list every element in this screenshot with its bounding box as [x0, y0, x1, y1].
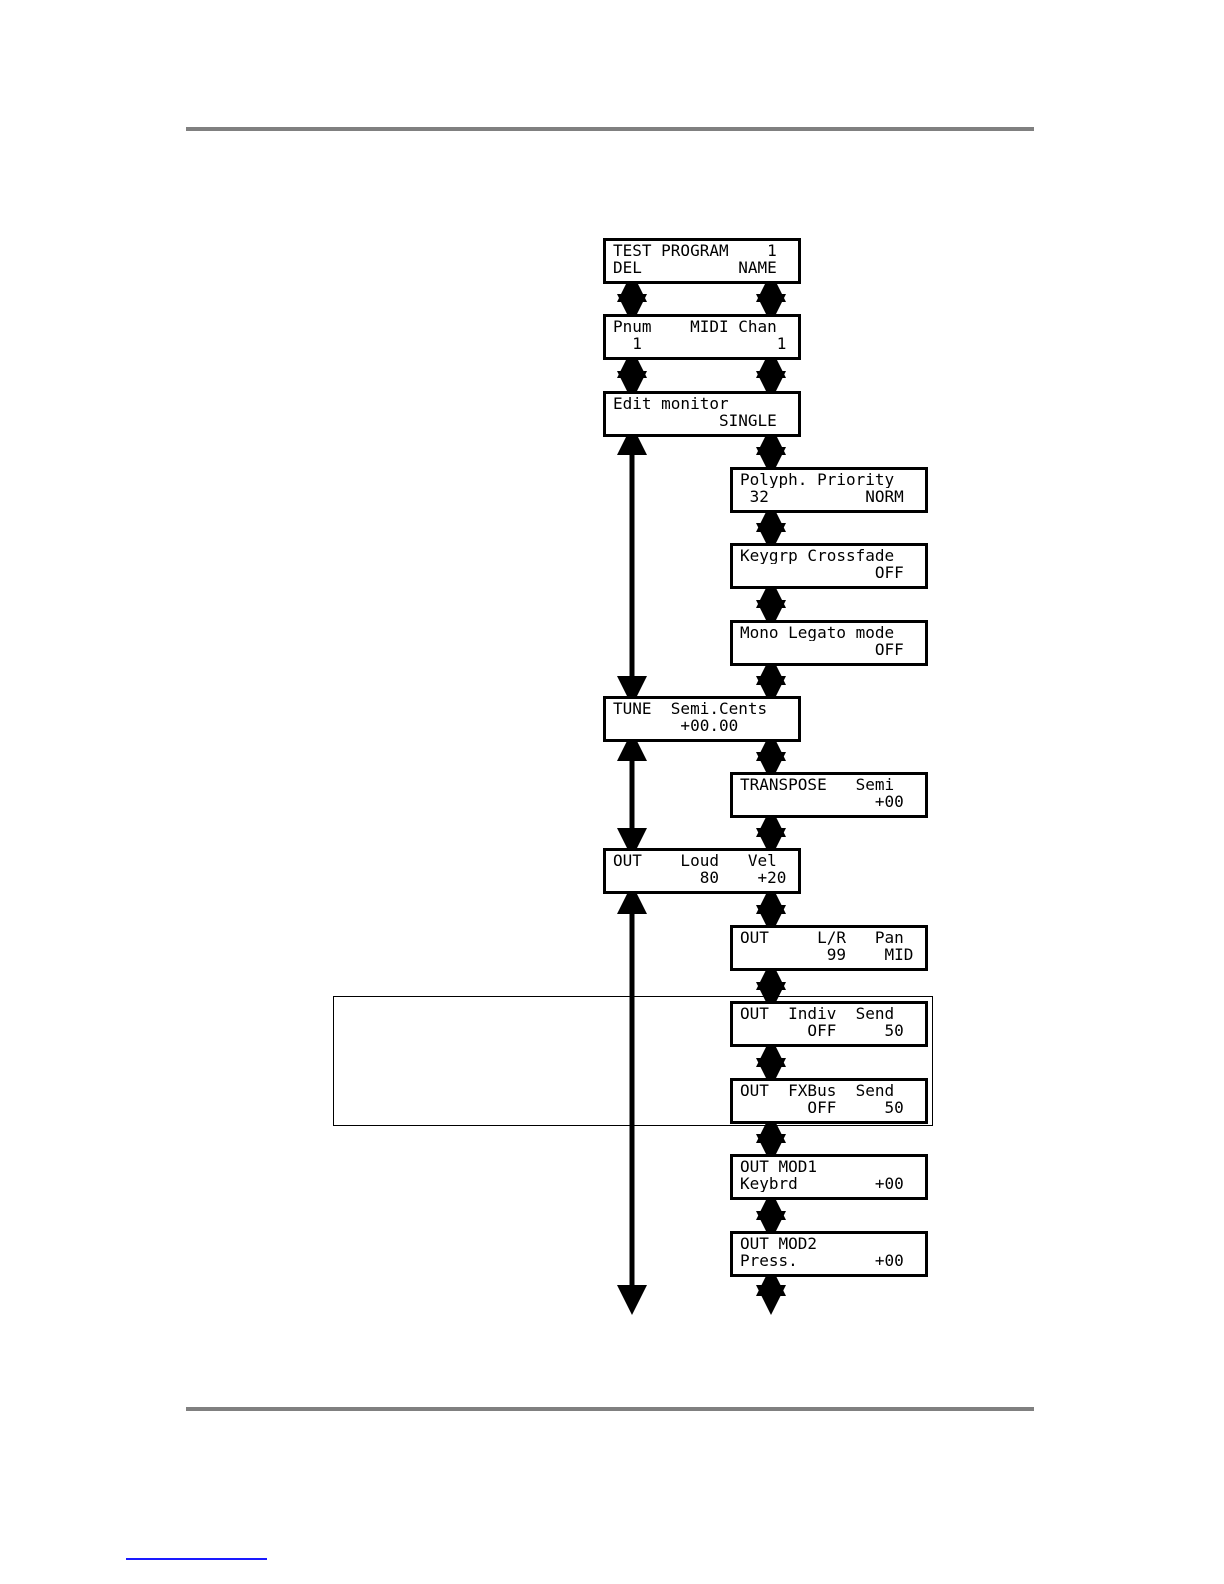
lcd-line-1: OUT FXBus Send: [740, 1082, 895, 1099]
lcd-line-1: OUT Indiv Send: [740, 1005, 895, 1022]
footnote-separator: [126, 1558, 267, 1560]
lcd-line-2: OFF: [740, 641, 904, 658]
lcd-polyph-priority: Polyph. Priority 32 NORM: [730, 467, 928, 513]
lcd-out-lr-pan: OUT L/R Pan 99 MID: [730, 925, 928, 971]
lcd-line-1: OUT Loud Vel: [613, 852, 777, 869]
lcd-line-2: OFF 50: [740, 1022, 904, 1039]
lcd-out-loud-vel: OUT Loud Vel 80 +20: [603, 848, 801, 894]
lcd-out-fxbus-send: OUT FXBus Send OFF 50: [730, 1078, 928, 1124]
lcd-test-program: TEST PROGRAM 1 DEL NAME: [603, 238, 801, 284]
lcd-line-1: Keygrp Crossfade: [740, 547, 895, 564]
lcd-line-2: +00.00: [613, 717, 739, 734]
lcd-transpose: TRANSPOSE Semi +00: [730, 772, 928, 818]
lcd-line-1: OUT L/R Pan: [740, 929, 904, 946]
lcd-line-1: TEST PROGRAM 1: [613, 242, 777, 259]
lcd-line-2: OFF: [740, 564, 904, 581]
lcd-line-2: 99 MID: [740, 946, 914, 963]
lcd-line-2: 1 1: [613, 335, 787, 352]
header-rule: [186, 127, 1034, 131]
lcd-line-2: Keybrd +00: [740, 1175, 904, 1192]
lcd-line-2: +00: [740, 793, 904, 810]
lcd-pnum-midi-chan: Pnum MIDI Chan 1 1: [603, 314, 801, 360]
footer-rule: [186, 1407, 1034, 1411]
lcd-out-indiv-send: OUT Indiv Send OFF 50: [730, 1001, 928, 1047]
lcd-line-1: Edit monitor: [613, 395, 729, 412]
lcd-out-mod1: OUT MOD1 Keybrd +00: [730, 1154, 928, 1200]
lcd-line-2: Press. +00: [740, 1252, 904, 1269]
lcd-line-2: 80 +20: [613, 869, 787, 886]
lcd-line-1: Pnum MIDI Chan: [613, 318, 777, 335]
lcd-keygrp-crossfade: Keygrp Crossfade OFF: [730, 543, 928, 589]
lcd-edit-monitor: Edit monitor SINGLE: [603, 391, 801, 437]
lcd-line-2: SINGLE: [613, 412, 777, 429]
lcd-mono-legato-mode: Mono Legato mode OFF: [730, 620, 928, 666]
lcd-line-1: TUNE Semi.Cents: [613, 700, 768, 717]
lcd-line-1: Polyph. Priority: [740, 471, 895, 488]
lcd-line-1: OUT MOD2: [740, 1235, 818, 1252]
lcd-line-2: DEL NAME: [613, 259, 777, 276]
lcd-out-mod2: OUT MOD2 Press. +00: [730, 1231, 928, 1277]
lcd-line-1: TRANSPOSE Semi: [740, 776, 895, 793]
lcd-line-1: OUT MOD1: [740, 1158, 818, 1175]
lcd-line-2: OFF 50: [740, 1099, 904, 1116]
lcd-tune: TUNE Semi.Cents +00.00: [603, 696, 801, 742]
lcd-line-2: 32 NORM: [740, 488, 904, 505]
lcd-line-1: Mono Legato mode: [740, 624, 895, 641]
